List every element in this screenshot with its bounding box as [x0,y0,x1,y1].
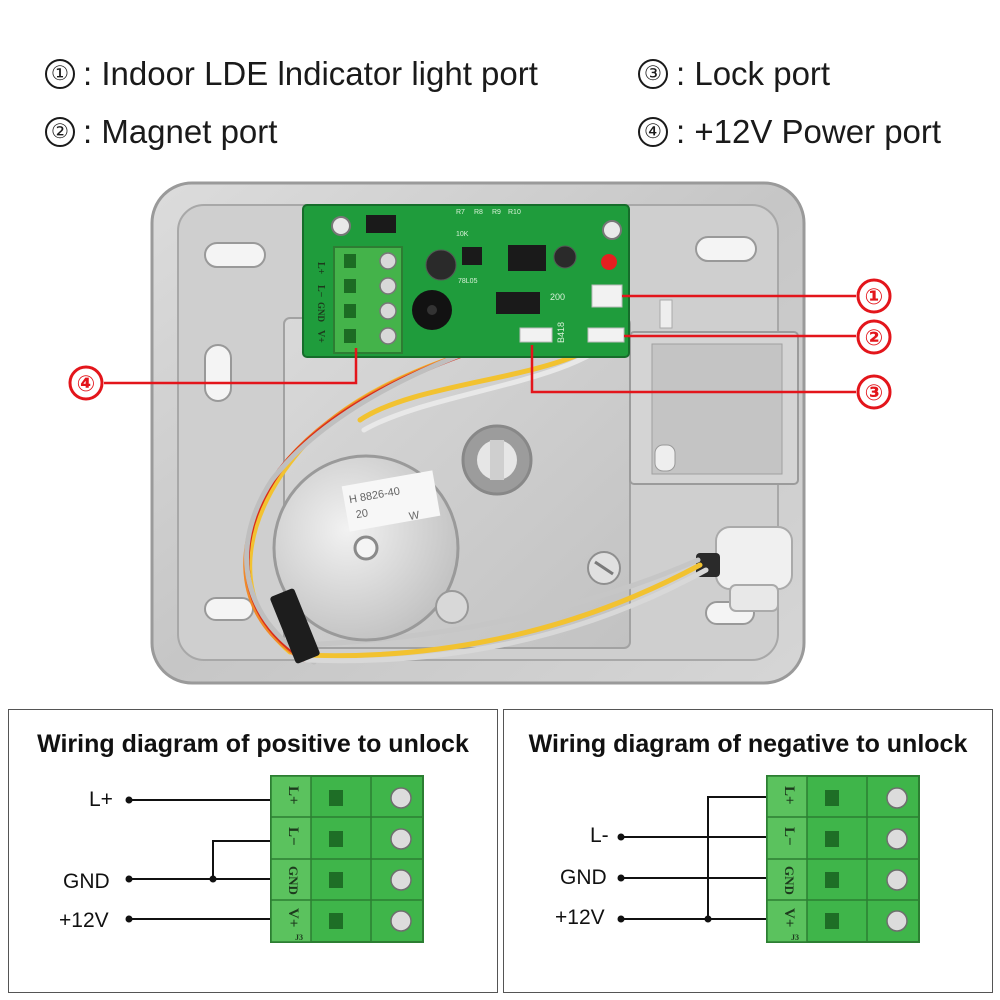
wire-label-l-plus: L+ [89,788,113,811]
callout-number: ④ [77,371,96,396]
terminal-label: GND [286,866,301,895]
motor-plug [270,588,320,664]
callout-number: ② [865,325,884,350]
wire-label-12v: +12V [555,906,605,929]
wiring-panel-positive: Wiring diagram of positive to unlock L+ … [8,709,498,993]
pcb-terminal-label: V+ [315,330,326,343]
wiring-schematic: L+ L− GND V+ J3 [125,775,424,943]
pcb-capacitor [425,249,457,281]
led-port [591,284,623,308]
pcb-marking: 78L05 [458,278,478,285]
pcb-marking: B418 [556,322,566,343]
terminal-label: V+ [781,908,797,927]
pcb-marking: 200 [550,292,565,302]
pcb-regulator [462,247,482,265]
terminal-sub-label: J3 [295,933,303,942]
terminal-label: L− [285,827,301,846]
motor-label [341,470,441,532]
legend-item-lock-port: ③ : Lock port [638,55,830,93]
terminal-label: L+ [781,786,797,805]
wiring-panel-negative: Wiring diagram of negative to unlock L- … [503,709,993,993]
indicator-led [601,254,617,270]
terminal-label: L− [781,827,797,846]
legend-number: ③ [638,59,668,89]
callout-1: ① [856,278,892,314]
mount-slot [204,344,232,402]
panel-title: Wiring diagram of negative to unlock [528,730,968,758]
pcb-ic [366,215,396,233]
legend-number: ① [45,59,75,89]
pcb-terminal-label-strip [305,245,327,349]
terminal-label: L+ [285,786,301,805]
pcb-marking: R7 [456,209,465,216]
legend-text: : Magnet port [83,113,278,150]
motor-label-line3: W [408,509,421,523]
callout-number: ① [865,284,884,309]
pcb-capacitor [553,245,577,269]
mount-slot [204,597,254,621]
legend-number: ② [45,117,75,147]
pcb-marking: R10 [508,209,521,216]
panel-title: Wiring diagram of positive to unlock [37,730,469,758]
lock-port-header [519,327,553,343]
pcb-marking: 10K [456,231,469,238]
magnet-port-header [587,327,625,343]
callout-number: ③ [865,380,884,405]
legend-number: ④ [638,117,668,147]
pcb-terminal-label: GND [316,302,326,323]
pcb-terminal-label: L+ [315,262,326,275]
pcb-marking: R8 [474,209,483,216]
legend-text: : Indoor LDE lndicator light port [83,55,538,92]
terminal-label: V+ [285,908,301,927]
terminal-label: GND [782,866,797,895]
callout-4: ④ [68,365,104,401]
pcb-ic [496,292,540,314]
wire-label-gnd: GND [560,866,607,889]
legend-text: : +12V Power port [676,113,942,150]
magnet-connector [715,526,793,590]
callout-3: ③ [856,374,892,410]
legend-text: : Lock port [676,55,831,92]
pcb-terminal-label: L− [315,285,326,298]
mount-slot [695,236,757,262]
wiring-schematic: L+ L− GND V+ J3 [617,775,920,943]
callout-2: ② [856,319,892,355]
legend-item-power-port: ④ : +12V Power port [638,113,941,151]
pcb-marking: R9 [492,209,501,216]
legend-item-indicator-port: ① : Indoor LDE lndicator light port [45,55,538,93]
mount-slot [204,242,266,268]
wire-label-12v: +12V [59,909,109,932]
terminal-sub-label: J3 [791,933,799,942]
motor-label-line2: 20 [355,507,369,521]
pcb-ic [508,245,546,271]
legend-item-magnet-port: ② : Magnet port [45,113,277,151]
wire-label-gnd: GND [63,870,110,893]
wire-label-l-minus: L- [590,824,609,847]
lock-board-illustration: H 8826-40 20 W R7 R8 R9 R10 10K 78L05 20… [68,181,892,685]
